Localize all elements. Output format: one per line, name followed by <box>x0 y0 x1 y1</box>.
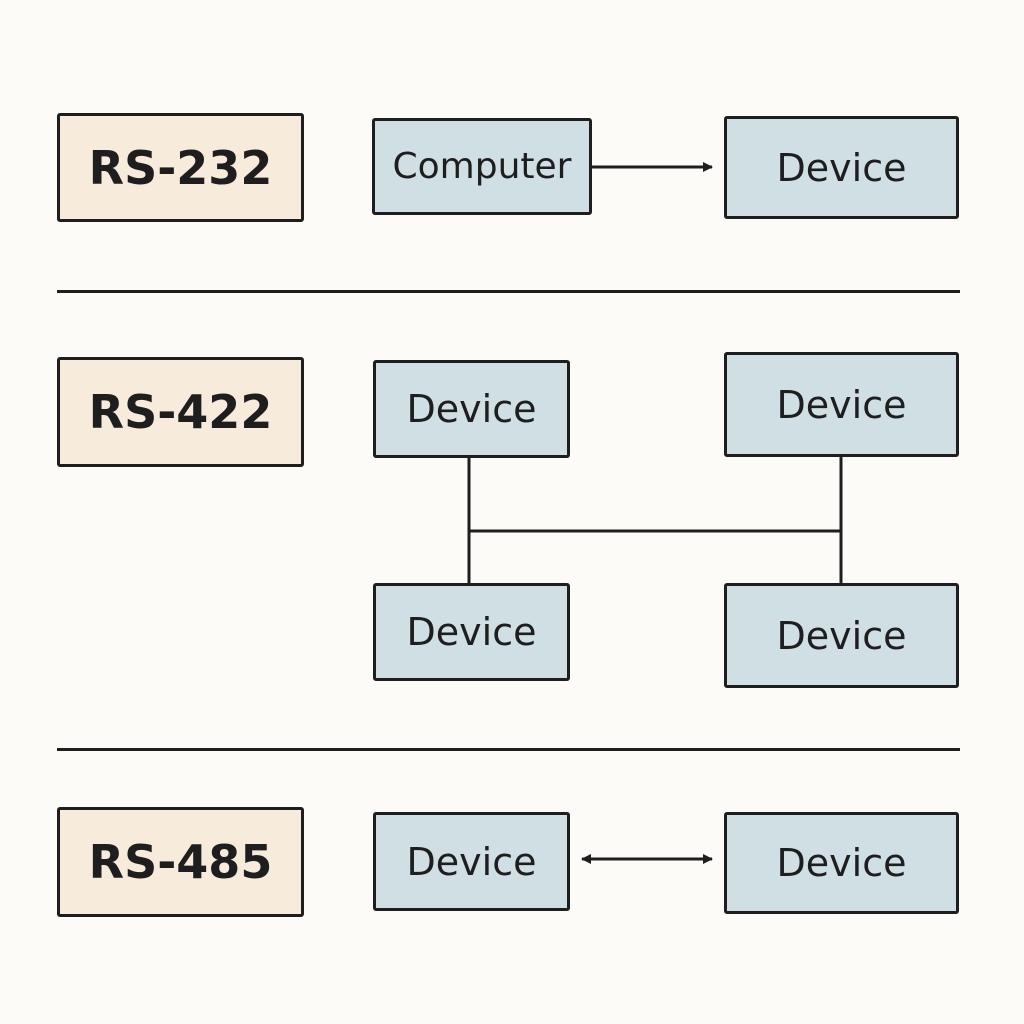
node-device: Device <box>724 116 959 219</box>
node-device: Device <box>724 812 959 914</box>
section-divider <box>57 290 960 293</box>
standard-label-rs422: RS-422 <box>57 357 304 467</box>
standard-label-rs485: RS-485 <box>57 807 304 917</box>
node-device: Device <box>373 812 570 911</box>
standard-label-rs232: RS-232 <box>57 113 304 222</box>
node-device: Device <box>724 352 959 457</box>
node-device: Device <box>373 583 570 681</box>
node-device: Device <box>724 583 959 688</box>
section-divider <box>57 748 960 751</box>
node-computer: Computer <box>372 118 592 215</box>
node-device: Device <box>373 360 570 458</box>
